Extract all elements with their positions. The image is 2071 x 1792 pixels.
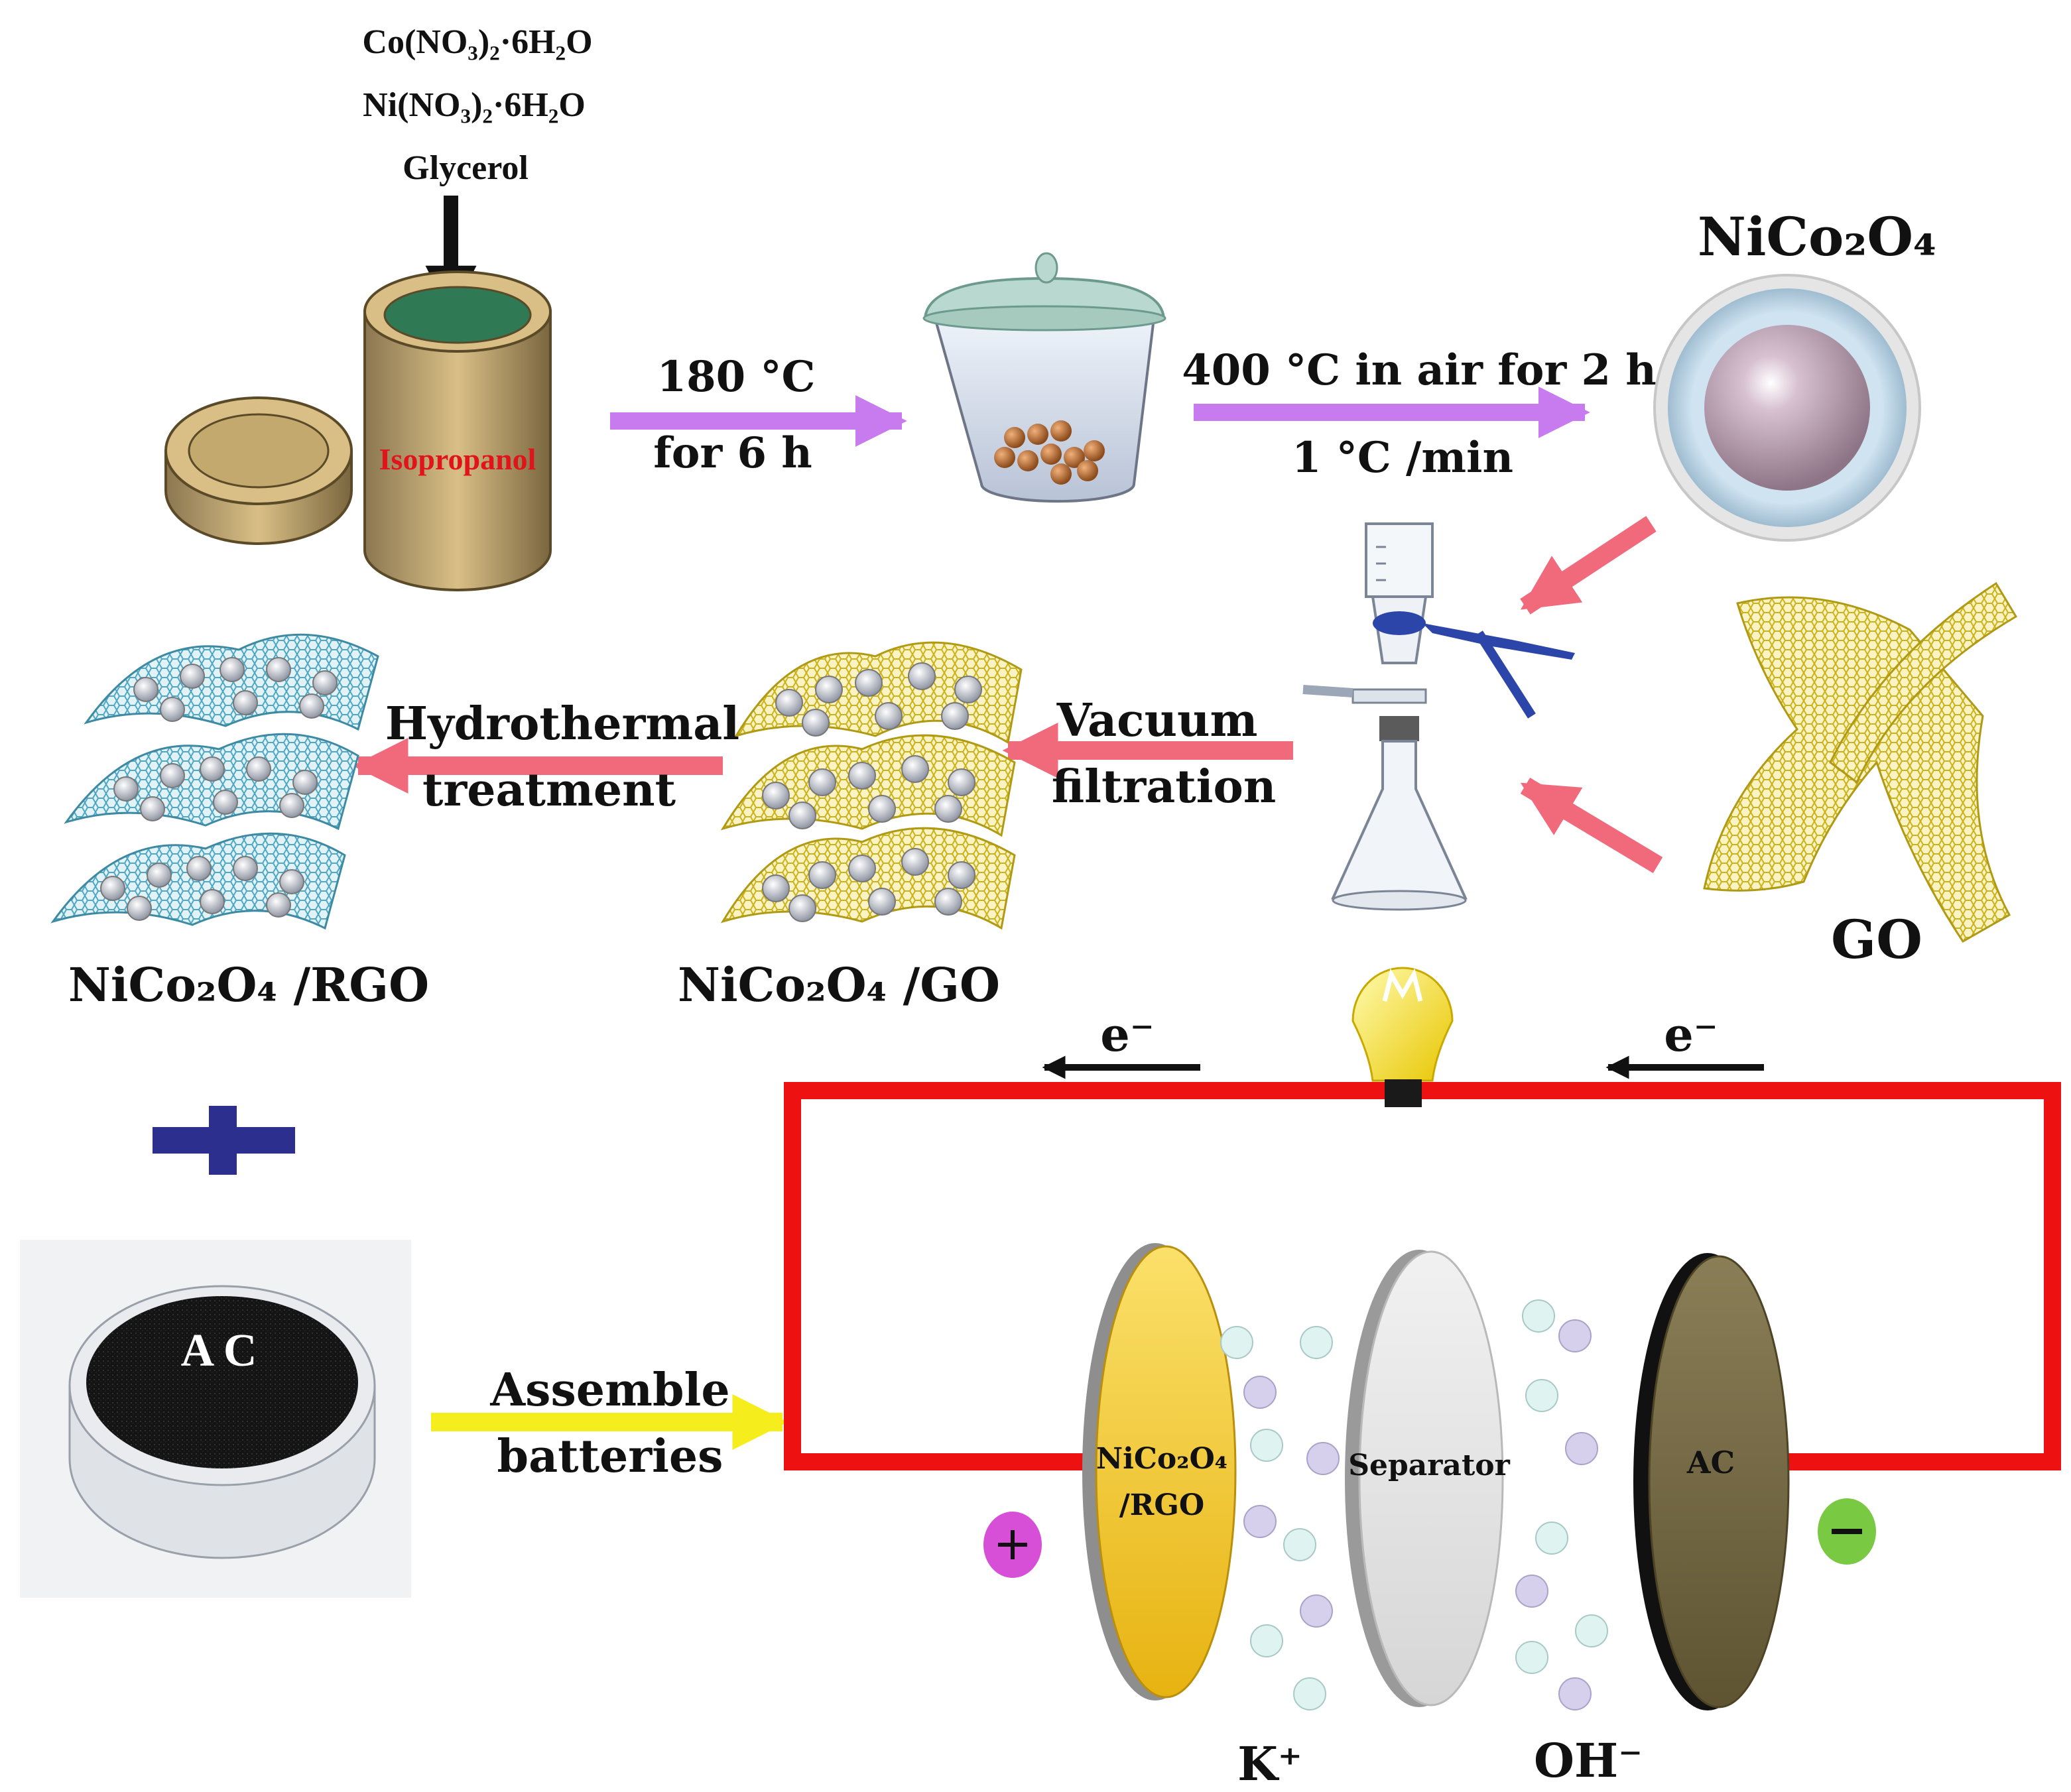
sphere-to-filter-arrow bbox=[1520, 516, 1657, 615]
crucible-icon bbox=[922, 252, 1166, 503]
step2-ramp-rate: 1 °C /min bbox=[1292, 433, 1513, 483]
step1-temp: 180 °C bbox=[657, 352, 816, 402]
step1-time: for 6 h bbox=[653, 428, 812, 478]
separator-membrane-icon bbox=[1345, 1250, 1504, 1707]
reagent-nickel-nitrate: Ni(NO₃)₂·6H₂O bbox=[363, 86, 586, 124]
negative-electrode-label: AC bbox=[1686, 1445, 1735, 1480]
vacuum-line2: filtration bbox=[1052, 760, 1277, 813]
oh-ion-particles bbox=[1243, 1319, 1598, 1710]
autoclave-vessel-icon bbox=[363, 270, 552, 591]
negative-electrode-icon bbox=[1633, 1253, 1790, 1710]
go-label: GO bbox=[1831, 908, 1922, 971]
product-label: NiCo₂O₄ bbox=[1698, 206, 1936, 268]
assemble-line2: batteries bbox=[497, 1430, 723, 1483]
precursor-beads bbox=[994, 420, 1105, 485]
nico2o4-rgo-composite-icon bbox=[50, 633, 379, 930]
autoclave-lid-icon bbox=[164, 396, 353, 545]
step2-conditions: 400 °C in air for 2 h bbox=[1182, 345, 1657, 395]
light-bulb-icon bbox=[1351, 967, 1454, 1107]
nico2o4-sphere-icon bbox=[1653, 274, 1921, 542]
vacuum-filtration-apparatus-icon bbox=[1302, 522, 1575, 911]
activated-carbon-jar-icon bbox=[20, 1240, 411, 1598]
composite-go-label: NiCo₂O₄ /GO bbox=[678, 957, 1000, 1012]
external-circuit-wire bbox=[784, 1082, 2061, 1470]
assemble-line1: Assemble bbox=[489, 1364, 729, 1417]
hydro-line2: treatment bbox=[422, 764, 676, 817]
nico2o4-go-composite-icon bbox=[720, 641, 1023, 930]
plus-sign-icon bbox=[153, 1106, 295, 1175]
reagent-glycerol: Glycerol bbox=[403, 149, 529, 187]
reagent-cobalt-nitrate: Co(NO₃)₂·6H₂O bbox=[362, 23, 592, 61]
positive-electrode-line2: /RGO bbox=[1119, 1488, 1205, 1522]
electron-label-left: e⁻ bbox=[1100, 1007, 1154, 1062]
autoclave-label: Isopropanol bbox=[379, 442, 536, 476]
hydro-line1: Hydrothermal bbox=[385, 697, 739, 750]
positive-terminal-icon bbox=[983, 1512, 1042, 1578]
positive-electrode-icon bbox=[1082, 1243, 1237, 1701]
electrolyte-ions bbox=[1220, 1299, 1608, 1710]
electron-label-right: e⁻ bbox=[1664, 1007, 1718, 1062]
separator-label: Separator bbox=[1348, 1449, 1510, 1482]
vacuum-line1: Vacuum bbox=[1056, 694, 1258, 747]
k-ion-label: K⁺ bbox=[1237, 1736, 1302, 1791]
oh-ion-label: OH⁻ bbox=[1534, 1733, 1643, 1788]
negative-terminal-icon bbox=[1818, 1498, 1876, 1565]
go-sheet-icon bbox=[1703, 581, 2018, 943]
composite-rgo-label: NiCo₂O₄ /RGO bbox=[68, 957, 429, 1012]
positive-electrode-line1: NiCo₂O₄ bbox=[1096, 1442, 1227, 1476]
ac-jar-label: A C bbox=[181, 1325, 257, 1376]
k-ion-particles bbox=[1220, 1299, 1608, 1710]
go-to-filter-arrow bbox=[1520, 777, 1663, 874]
reagent-list: Co(NO₃)₂·6H₂O Ni(NO₃)₂·6H₂O Glycerol bbox=[362, 23, 592, 187]
